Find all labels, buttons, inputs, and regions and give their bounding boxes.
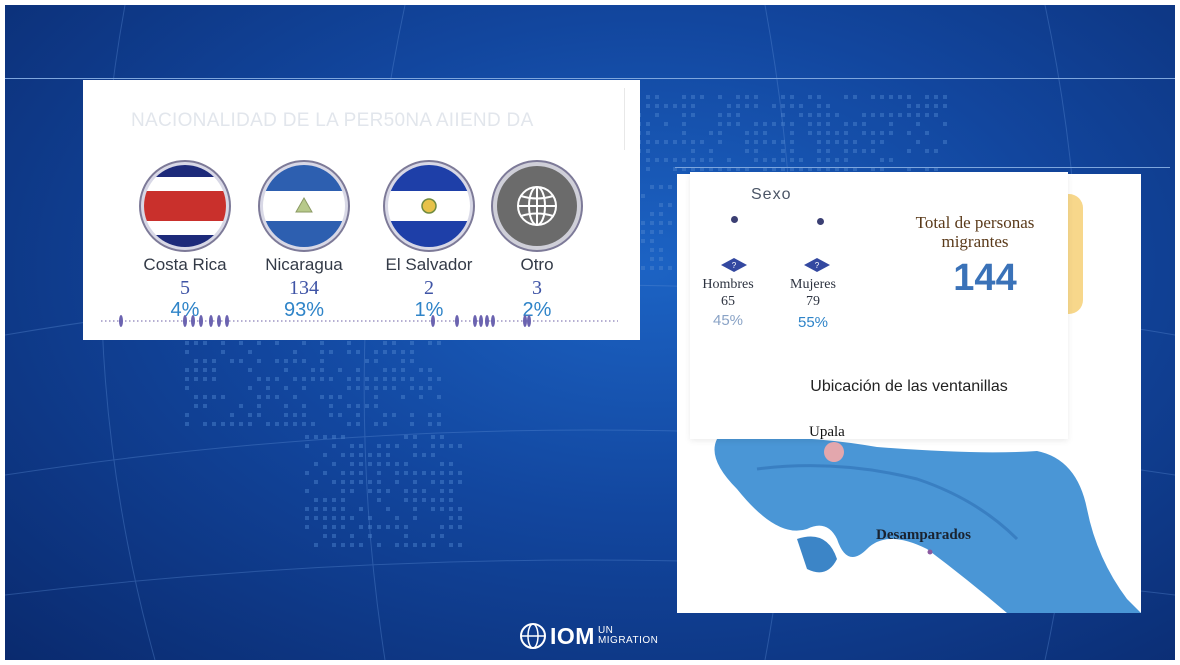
svg-text:?: ? — [732, 261, 737, 270]
nicaragua-flag-icon — [258, 160, 350, 252]
nationality-card: NACIONALIDAD DE LA PER50NA AIIEND DA — [83, 80, 640, 340]
bullet — [731, 216, 738, 223]
country-name: Costa Rica — [143, 255, 227, 274]
logo-un: UN — [597, 625, 614, 636]
sex-label: Sexo — [751, 186, 792, 203]
total-value: 144 — [953, 257, 1017, 299]
sex-group-name: Mujeres — [790, 277, 836, 292]
country-pct: 1% — [414, 299, 444, 321]
map-label-desamparados: Desamparados — [876, 527, 972, 543]
info-panel — [690, 172, 1068, 439]
country-count: 3 — [532, 277, 542, 299]
country-count: 134 — [289, 277, 319, 299]
sex-group-pct: 45% — [712, 312, 744, 329]
costa-rica-map — [714, 437, 1141, 613]
bullet — [817, 218, 824, 225]
card-divider — [624, 88, 625, 150]
iom-logo: IOM UN MIGRATION — [520, 623, 658, 649]
total-tab — [1063, 194, 1083, 314]
male-icon: ? — [721, 258, 747, 272]
sex-group-pct: 55% — [797, 314, 829, 331]
location-marker — [824, 442, 844, 462]
country-name: Nicaragua — [265, 255, 343, 274]
total-label: Total de personas migrantes — [915, 213, 1035, 251]
country-count: 5 — [180, 277, 190, 299]
globe-icon — [491, 160, 583, 252]
el-salvador-flag-icon — [383, 160, 475, 252]
logo-text: IOM — [550, 622, 595, 649]
costa-rica-flag-icon — [139, 160, 231, 252]
location-marker — [927, 549, 933, 555]
sex-group-name: Hombres — [702, 277, 754, 292]
sex-group-count: 65 — [721, 294, 735, 309]
map-label-upala: Upala — [809, 424, 845, 440]
header-divider — [5, 78, 1175, 79]
country-name: Otro — [520, 255, 554, 274]
country-name: El Salvador — [385, 255, 473, 274]
sex-group-count: 79 — [806, 294, 820, 309]
location-title: Ubicación de las ventanillas — [810, 378, 1008, 395]
country-count: 2 — [424, 277, 434, 299]
header-divider-right — [675, 167, 1170, 168]
female-icon: ? — [804, 258, 830, 272]
country-pct: 93% — [283, 299, 325, 321]
decorative-dotted-line — [101, 315, 618, 327]
svg-text:?: ? — [815, 261, 820, 270]
nationality-title: NACIONALIDAD DE LA PER50NA AIIEND DA — [131, 110, 534, 131]
logo-migration: MIGRATION — [597, 635, 659, 646]
iom-emblem-icon — [520, 623, 546, 649]
